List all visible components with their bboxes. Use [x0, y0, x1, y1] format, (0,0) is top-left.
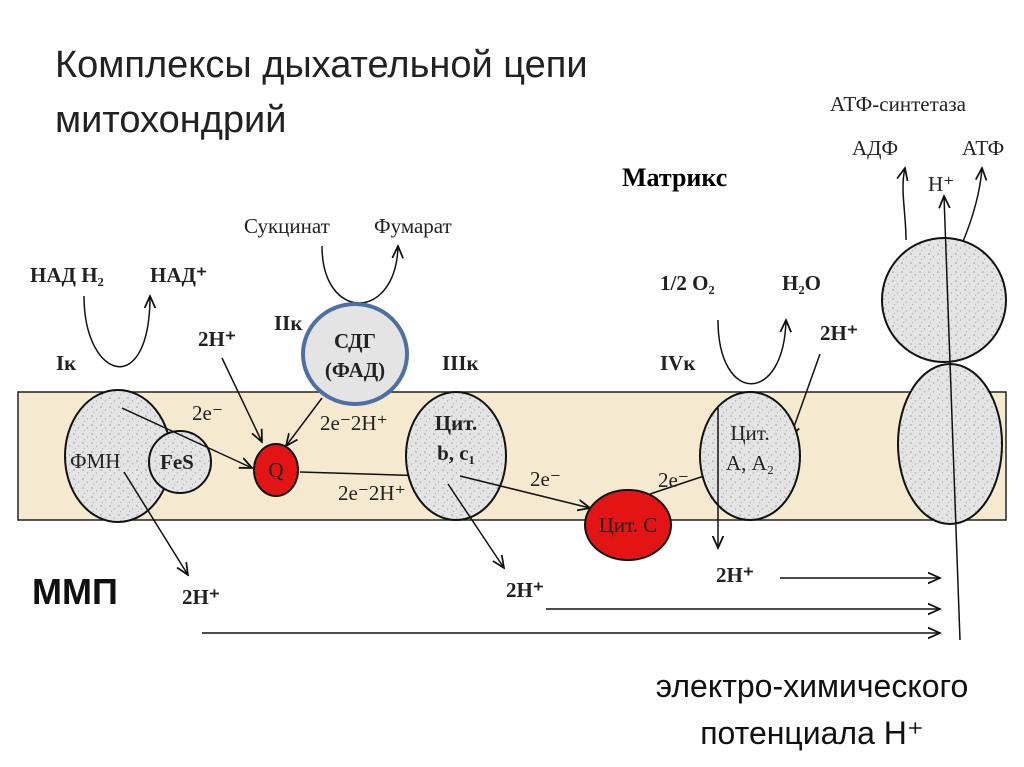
atp-synthase-label: АТФ-синтетаза: [830, 92, 967, 116]
complex3-bc1-label: b, c₁: [437, 441, 475, 465]
two-e-two-h-label-2: 2е⁻2Н⁺: [338, 481, 406, 505]
succinate-arrow: [322, 246, 398, 303]
nadh-label: НАД Н₂: [30, 263, 104, 287]
two-e-label-1: 2е⁻: [192, 401, 223, 425]
imm-label: ММП: [32, 571, 118, 612]
fmn-label: ФМН: [70, 449, 120, 473]
sdh-label-1: СДГ: [334, 329, 376, 353]
two-h-label-in-q: 2Н⁺: [198, 327, 236, 351]
oxygen-arrow: [718, 320, 786, 384]
complex4-cyt-label: Цит.: [730, 421, 769, 445]
caption-line-2: потенциала Н⁺: [700, 715, 924, 751]
adp-in-line: [903, 168, 906, 240]
complex3-cyt-label: Цит.: [435, 411, 477, 435]
two-e-label-3: 2е⁻: [658, 468, 689, 492]
matrix-label: Матрикс: [622, 163, 727, 192]
synthase-proton-label: Н⁺: [928, 172, 954, 196]
succinate-label: Сукцинат: [244, 214, 330, 238]
complex1-label: Iк: [56, 351, 77, 375]
atp-out-arrow: [962, 168, 982, 244]
caption-line-1: электро-химического: [656, 668, 969, 704]
atp-label: АТФ: [962, 136, 1004, 160]
sdh-label-2: (ФАД): [325, 358, 385, 382]
q-label: Q: [268, 458, 283, 482]
water-label: Н₂О: [782, 271, 821, 295]
sdh-ellipse: [303, 304, 407, 404]
title-line-2: митохондрий: [55, 99, 287, 141]
complex3-label: IIIк: [442, 351, 480, 375]
two-h-label-in-4: 2Н⁺: [820, 321, 858, 345]
two-h-label-out-1: 2Н⁺: [182, 585, 220, 609]
synthase-f0: [898, 364, 1002, 524]
title-line-1: Комплексы дыхательной цепи: [55, 44, 588, 86]
two-e-label-2: 2е⁻: [530, 467, 561, 491]
cytc-label: Цит. С: [599, 513, 658, 537]
oxygen-label: 1/2 О₂: [660, 271, 715, 295]
fes-label: FeS: [160, 450, 194, 474]
nadh-arrow: [84, 296, 150, 367]
adp-label: АДФ: [852, 136, 898, 160]
nad-label: НАД⁺: [150, 263, 207, 287]
fumarate-label: Фумарат: [374, 214, 452, 238]
complex4-aa3-label: А, А₂: [726, 451, 774, 475]
complex4-label: IVк: [660, 351, 696, 375]
synthase-f1: [882, 238, 1006, 362]
two-h-label-out-3: 2Н⁺: [506, 578, 544, 602]
two-e-two-h-label-1: 2е⁻2Н⁺: [320, 411, 388, 435]
complex2-label: IIк: [274, 311, 303, 335]
two-h-label-out-4: 2Н⁺: [716, 563, 754, 587]
